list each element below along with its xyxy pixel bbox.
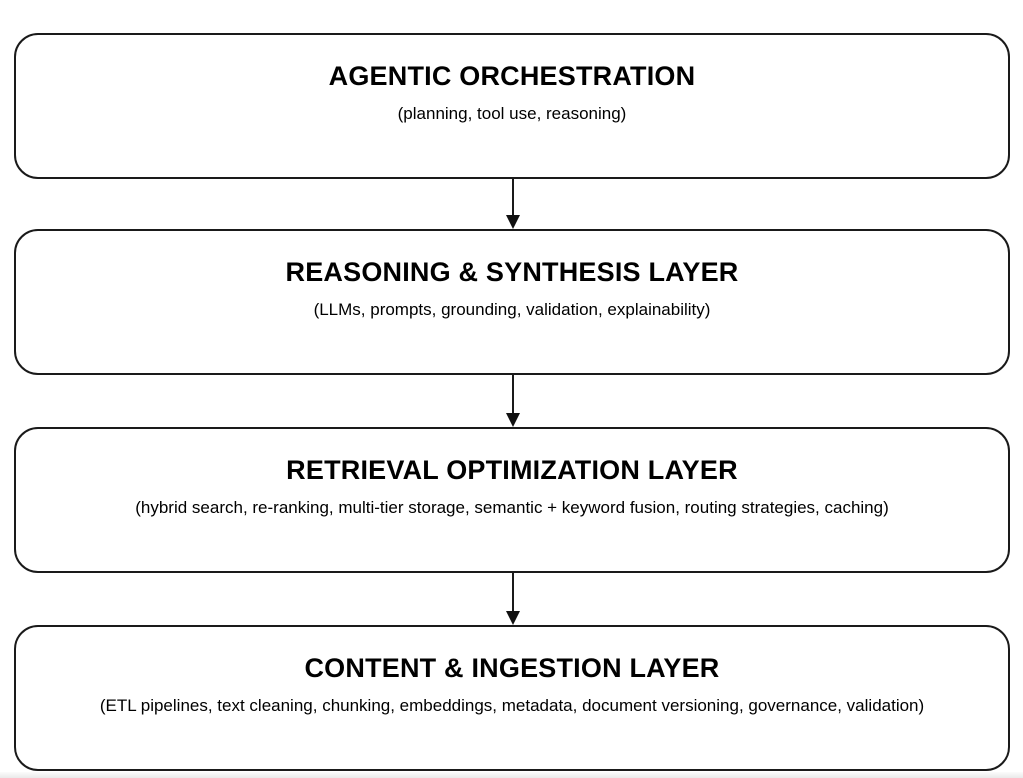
layer-box-retrieval-optimization: RETRIEVAL OPTIMIZATION LAYER (hybrid sea… bbox=[14, 427, 1010, 573]
arrow-head-down-icon bbox=[506, 611, 520, 625]
arrow-shaft bbox=[512, 573, 514, 613]
flow-arrow-reasoning-to-retrieval bbox=[505, 375, 521, 427]
layer-subtitle-reasoning-synthesis: (LLMs, prompts, grounding, validation, e… bbox=[313, 300, 711, 319]
flow-arrow-orchestration-to-reasoning bbox=[505, 179, 521, 229]
layer-title-content-ingestion: CONTENT & INGESTION LAYER bbox=[304, 653, 720, 683]
flow-arrow-retrieval-to-content bbox=[505, 573, 521, 625]
page-bottom-edge bbox=[0, 772, 1023, 778]
arrow-head-down-icon bbox=[506, 413, 520, 427]
arrow-shaft bbox=[512, 375, 514, 415]
layer-title-reasoning-synthesis: REASONING & SYNTHESIS LAYER bbox=[285, 257, 739, 287]
layer-box-reasoning-synthesis: REASONING & SYNTHESIS LAYER (LLMs, promp… bbox=[14, 229, 1010, 375]
layer-subtitle-content-ingestion: (ETL pipelines, text cleaning, chunking,… bbox=[99, 696, 925, 715]
layer-title-agentic-orchestration: AGENTIC ORCHESTRATION bbox=[328, 61, 696, 91]
layer-title-retrieval-optimization: RETRIEVAL OPTIMIZATION LAYER bbox=[286, 455, 738, 485]
arrow-shaft bbox=[512, 179, 514, 217]
layer-box-content-ingestion: CONTENT & INGESTION LAYER (ETL pipelines… bbox=[14, 625, 1010, 771]
layer-box-agentic-orchestration: AGENTIC ORCHESTRATION (planning, tool us… bbox=[14, 33, 1010, 179]
layer-subtitle-retrieval-optimization: (hybrid search, re-ranking, multi-tier s… bbox=[135, 498, 889, 517]
layer-subtitle-agentic-orchestration: (planning, tool use, reasoning) bbox=[397, 104, 627, 123]
arrow-head-down-icon bbox=[506, 215, 520, 229]
